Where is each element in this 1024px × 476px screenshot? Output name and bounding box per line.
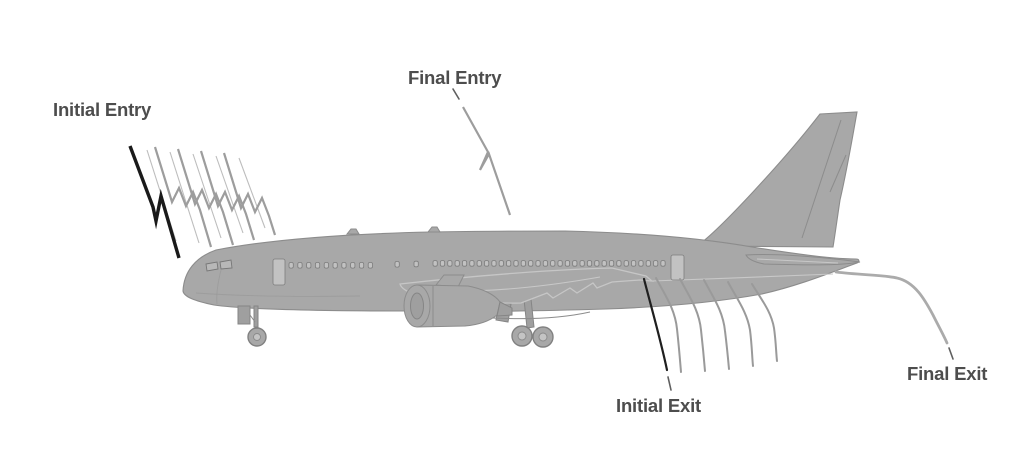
initial-exit-streamer	[642, 277, 669, 372]
engine-exhaust	[496, 301, 513, 317]
initial-exit-label: Initial Exit	[616, 395, 701, 416]
horizontal-stabilizer	[745, 254, 861, 266]
final-exit-streamer	[834, 270, 954, 360]
antenna	[426, 226, 441, 233]
final-entry-lightning-icon	[452, 88, 512, 216]
cockpit-window	[205, 261, 219, 272]
exit-streamers	[642, 277, 778, 391]
nose-landing-gear	[237, 305, 267, 347]
final-exit-label: Final Exit	[907, 363, 988, 384]
tail-fin	[695, 111, 858, 248]
cabin-windows	[288, 260, 666, 269]
initial-entry-label: Initial Entry	[53, 99, 152, 120]
antenna	[345, 228, 360, 235]
final-entry-label: Final Entry	[408, 67, 502, 88]
rear-door	[670, 254, 685, 281]
fuselage	[182, 226, 860, 312]
front-door	[272, 258, 286, 286]
engine	[403, 274, 513, 328]
initial-entry-lightning-icon	[128, 145, 277, 259]
cockpit-window	[219, 259, 233, 270]
